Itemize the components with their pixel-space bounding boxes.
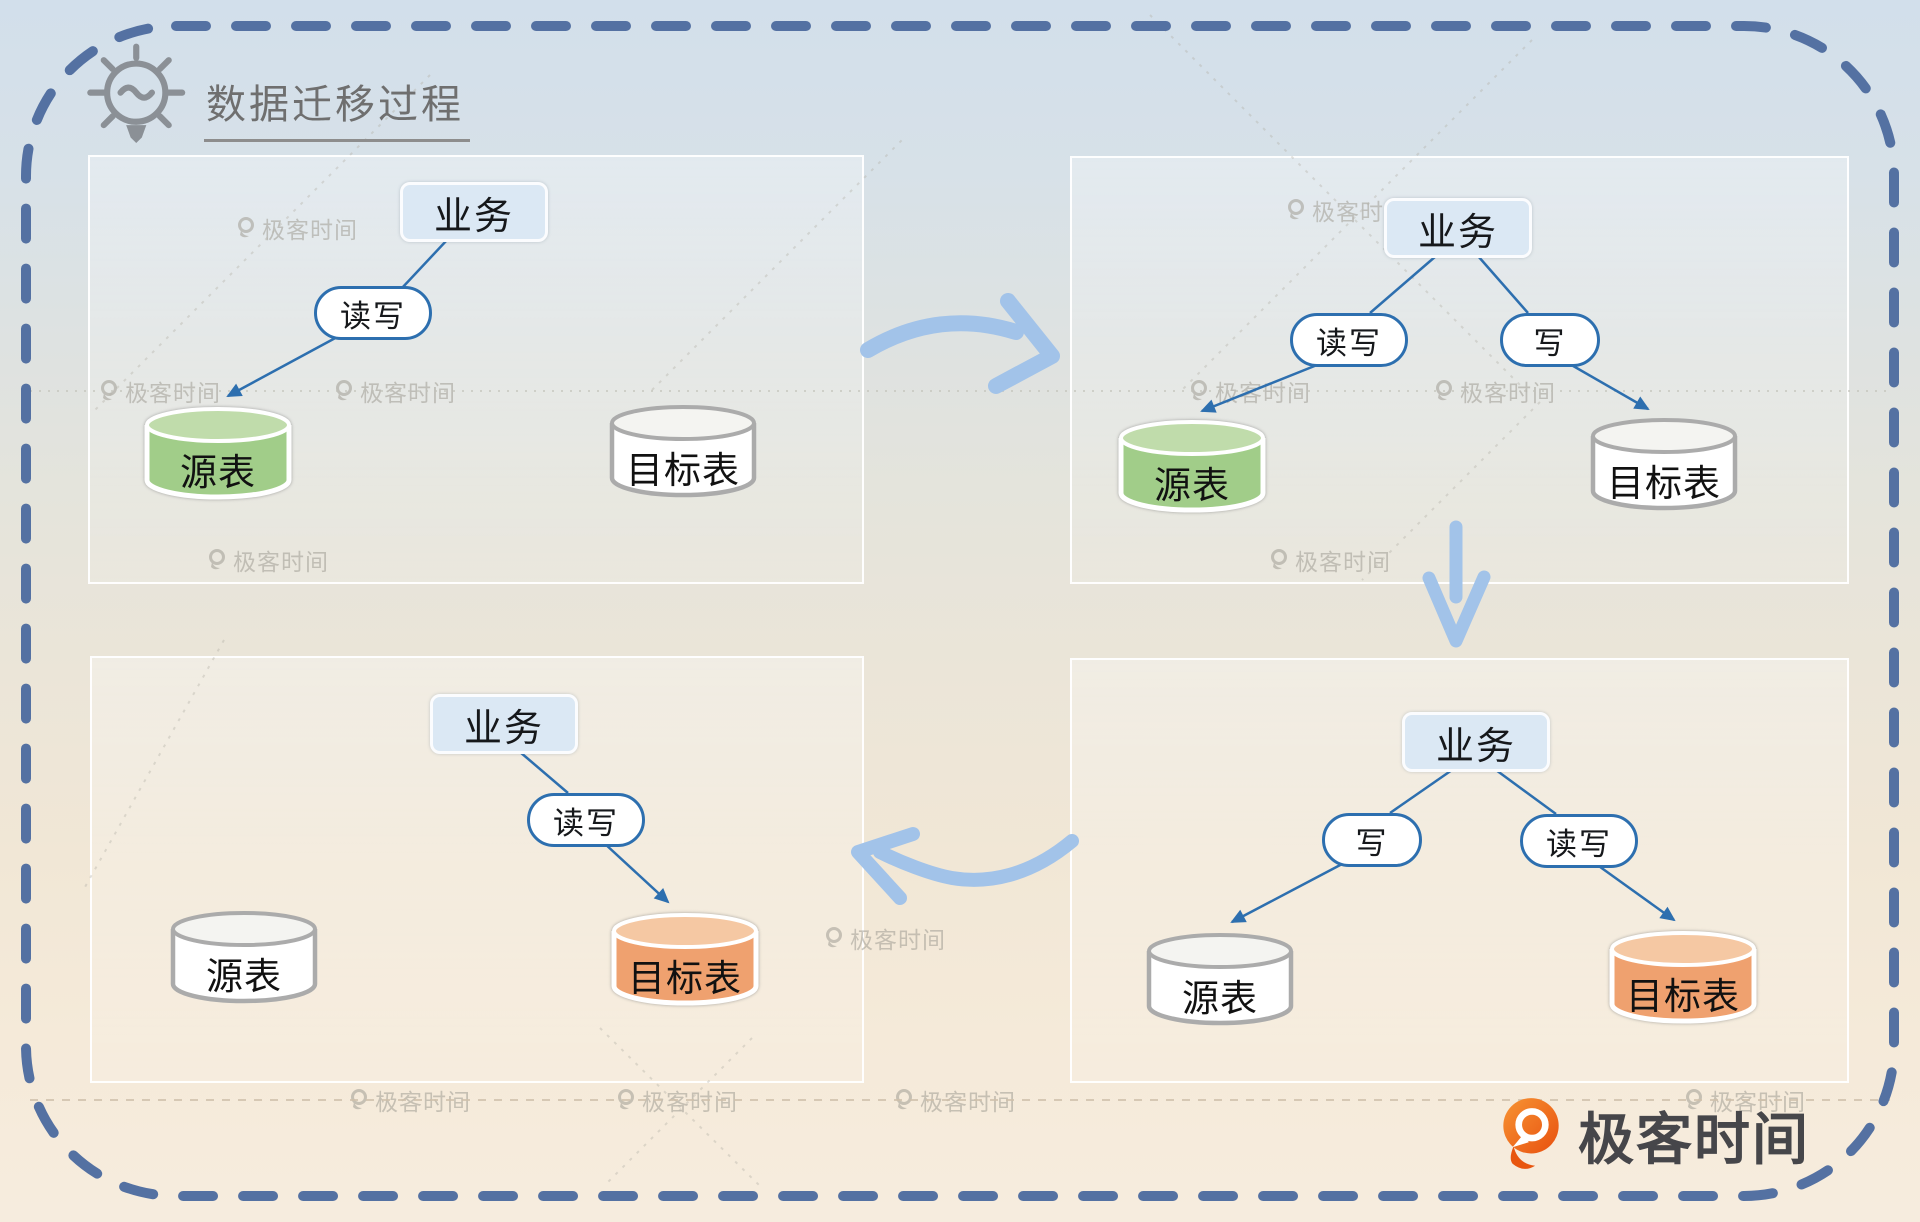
read-write-label: 读写 [553,805,619,841]
business-node: 业务 [1402,712,1550,772]
read-write-label: 读写 [340,298,406,334]
write-label: 写 [1533,325,1567,361]
source-table-cylinder: 源表 [1144,930,1296,1028]
page-title: 数据迁移过程 [204,72,470,142]
source-table-label: 源表 [1182,978,1258,1019]
read-write-pill: 读写 [314,286,432,340]
read-write-pill: 读写 [527,793,645,847]
target-table-cylinder: 目标表 [607,402,759,500]
watermark: 极客时间 [1269,543,1391,577]
lightbulb-icon [87,43,186,144]
geektime-watermark-pin-icon [209,549,225,570]
geektime-watermark-pin-icon [1436,380,1452,401]
geektime-pin-icon [1503,1098,1559,1169]
geektime-watermark-pin-icon [618,1089,634,1110]
geektime-watermark-pin-icon [336,380,352,401]
business-label: 业务 [1417,211,1498,254]
target-table-cylinder: 目标表 [1607,928,1759,1026]
target-table-label: 目标表 [626,450,740,491]
header: 数据迁移过程 [78,40,470,152]
geektime-watermark-pin-icon [351,1089,367,1110]
target-table-label: 目标表 [628,958,742,999]
geektime-watermark-pin-icon [101,380,117,401]
write-pill: 写 [1500,313,1600,367]
stage-panel-2: 业务 读写 写 源表 目标表 [1070,156,1849,584]
arrow-right-icon [860,315,1024,358]
geektime-watermark-pin-icon [238,217,254,238]
source-table-label: 源表 [206,956,282,997]
business-label: 业务 [1435,725,1516,768]
source-table-label: 源表 [180,452,256,493]
watermark-text: 极客时间 [1460,380,1556,406]
watermark: 极客时间 [894,1083,1016,1117]
target-table-cylinder: 目标表 [609,910,761,1008]
source-table-cylinder: 源表 [142,404,294,502]
arrow-left-head-icon [851,827,920,905]
geektime-watermark-pin-icon [1271,549,1287,570]
stage-panel-3: 业务 写 读写 源表 目标表 [1070,658,1849,1083]
geektime-watermark-pin-icon [1288,199,1304,220]
business-node: 业务 [1384,198,1532,258]
read-write-label: 读写 [1546,826,1612,862]
arrow-down-head-icon [1422,570,1491,648]
watermark-text: 极客时间 [233,549,329,575]
watermark: 极客时间 [1434,374,1556,408]
watermark: 极客时间 [616,1083,738,1117]
arrow-left-icon [873,834,1079,887]
watermark: 极客时间 [99,374,221,408]
read-write-label: 读写 [1316,325,1382,361]
watermark: 极客时间 [349,1083,471,1117]
watermark: 极客时间 [334,374,456,408]
watermark: 极客时间 [824,921,946,955]
watermark-text: 极客时间 [1215,380,1311,406]
read-write-pill: 读写 [1290,313,1408,367]
watermark-text: 极客时间 [262,217,358,243]
watermark-text: 极客时间 [375,1089,471,1115]
write-pill: 写 [1322,813,1422,867]
geektime-watermark-pin-icon [1191,380,1207,401]
source-table-cylinder: 源表 [1116,417,1268,515]
brand-logo: 极客时间 [1500,1094,1810,1176]
business-node: 业务 [400,182,548,242]
watermark-text: 极客时间 [1295,549,1391,575]
business-label: 业务 [463,707,544,750]
arrow-right-head-icon [988,293,1060,394]
watermark-text: 极客时间 [642,1089,738,1115]
business-label: 业务 [433,195,514,238]
watermark: 极客时间 [236,211,358,245]
geektime-watermark-pin-icon [826,927,842,948]
read-write-pill: 读写 [1520,814,1638,868]
source-table-label: 源表 [1154,465,1230,506]
geektime-watermark-pin-icon [896,1089,912,1110]
stage-panel-1: 业务 读写 源表 目标表 [88,155,864,584]
target-table-cylinder: 目标表 [1588,415,1740,513]
target-table-label: 目标表 [1626,976,1740,1017]
target-table-label: 目标表 [1607,463,1721,504]
brand-name: 极客时间 [1578,1107,1810,1171]
write-label: 写 [1355,825,1389,861]
watermark-text: 极客时间 [850,927,946,953]
watermark-text: 极客时间 [125,380,221,406]
watermark-text: 极客时间 [360,380,456,406]
stage-panel-4: 业务 读写 源表 目标表 [90,656,864,1083]
source-table-cylinder: 源表 [168,908,320,1006]
watermark: 极客时间 [207,543,329,577]
watermark: 极客时间 [1189,374,1311,408]
business-node: 业务 [430,694,578,754]
watermark-text: 极客时间 [920,1089,1016,1115]
